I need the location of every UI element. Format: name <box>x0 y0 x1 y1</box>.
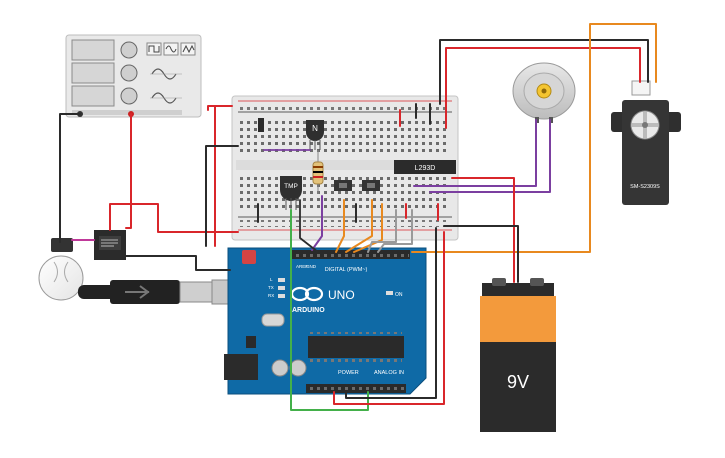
wire-motor-b[interactable] <box>429 119 551 193</box>
servo-motor[interactable]: SM-S2309S <box>611 80 681 205</box>
center-channel <box>236 160 454 170</box>
terminal-strip-top <box>240 117 450 153</box>
tx-label: TX <box>268 285 274 290</box>
servo-connector <box>631 80 651 96</box>
pushbutton-2[interactable] <box>362 180 380 191</box>
display-3 <box>71 85 115 107</box>
resistor[interactable] <box>312 150 324 194</box>
display-2 <box>71 62 115 84</box>
aref-label: AREF <box>296 264 308 269</box>
reset-button[interactable] <box>242 250 256 264</box>
wire-5v[interactable] <box>333 231 445 405</box>
l293d-motor-driver[interactable]: L293D <box>394 160 456 174</box>
arduino-uno[interactable]: DIGITAL (PWM~) AREF GND ARDUINO UNO ON T… <box>224 247 427 395</box>
temperature-sensor[interactable]: TMP <box>280 176 302 210</box>
function-generator[interactable] <box>65 34 202 118</box>
knob-1[interactable] <box>120 41 138 59</box>
9v-battery[interactable]: 9V <box>480 278 556 432</box>
wires <box>59 23 657 411</box>
wire-relay-rail[interactable] <box>109 203 239 233</box>
arduino-logo-text: ARDUINO <box>292 307 325 314</box>
dc-motor[interactable] <box>512 62 576 123</box>
wire-orange-3[interactable] <box>353 203 383 253</box>
transistor-label: N <box>312 124 318 133</box>
wire-gray-1[interactable] <box>367 209 397 253</box>
usb-icon <box>125 285 150 299</box>
capacitor-2 <box>289 359 307 377</box>
rx-label: RX <box>268 293 274 298</box>
wire-purple-digital[interactable] <box>311 195 323 251</box>
crystal <box>261 313 285 327</box>
l-label: L <box>270 277 273 282</box>
diode[interactable] <box>258 118 264 132</box>
battery-label: 9V <box>507 372 529 392</box>
wire-fg-pos[interactable] <box>125 113 132 229</box>
wire-top-rail-red[interactable] <box>207 105 233 247</box>
wire-left-black[interactable] <box>205 145 239 247</box>
servo-label: SM-S2309S <box>630 184 660 190</box>
motor-driver-label: L293D <box>415 165 436 172</box>
relay[interactable] <box>94 230 126 260</box>
wire-relay-gnd[interactable] <box>125 255 231 271</box>
wire-battery-pos[interactable] <box>451 177 515 283</box>
npn-transistor[interactable]: N <box>306 120 324 150</box>
wire-motor-a[interactable] <box>413 119 537 187</box>
wire-fg-neg[interactable] <box>59 113 81 243</box>
dc-jack[interactable] <box>224 354 258 380</box>
knob-3[interactable] <box>120 87 138 105</box>
wire-servo-gnd[interactable] <box>439 39 649 105</box>
light-bulb[interactable] <box>38 238 84 301</box>
bulb-socket <box>51 238 73 252</box>
wire-servo-vcc[interactable] <box>445 47 641 129</box>
wire-temp-analog[interactable] <box>290 209 369 411</box>
power-header-label: POWER <box>338 370 359 376</box>
on-led <box>386 291 393 295</box>
temp-sensor-label: TMP <box>284 183 298 190</box>
atmega-chip <box>308 336 404 358</box>
capacitor-1 <box>271 359 289 377</box>
analog-header-label: ANALOG IN <box>374 370 404 376</box>
wire-gnd[interactable] <box>345 227 437 399</box>
square-icon <box>148 45 160 53</box>
on-label: ON <box>395 292 403 298</box>
sine-icon <box>165 45 177 53</box>
usb-cable[interactable] <box>78 279 241 305</box>
filament <box>53 261 69 283</box>
gnd-label: GND <box>306 264 317 269</box>
top-rail <box>240 103 450 110</box>
digital-header-label: DIGITAL (PWM~) <box>325 267 368 273</box>
triangle-icon <box>182 44 195 54</box>
display-1 <box>71 39 115 61</box>
wire-servo-signal[interactable] <box>411 23 657 253</box>
wire-gray-2[interactable] <box>377 209 413 253</box>
pushbutton-1[interactable] <box>334 180 352 191</box>
wire-orange-2[interactable] <box>345 199 373 253</box>
wire-orange-1[interactable] <box>335 199 345 253</box>
wire-battery-neg[interactable] <box>443 225 519 283</box>
knob-2[interactable] <box>120 64 138 82</box>
battery-terminals <box>482 283 554 297</box>
model-text: UNO <box>328 288 355 302</box>
